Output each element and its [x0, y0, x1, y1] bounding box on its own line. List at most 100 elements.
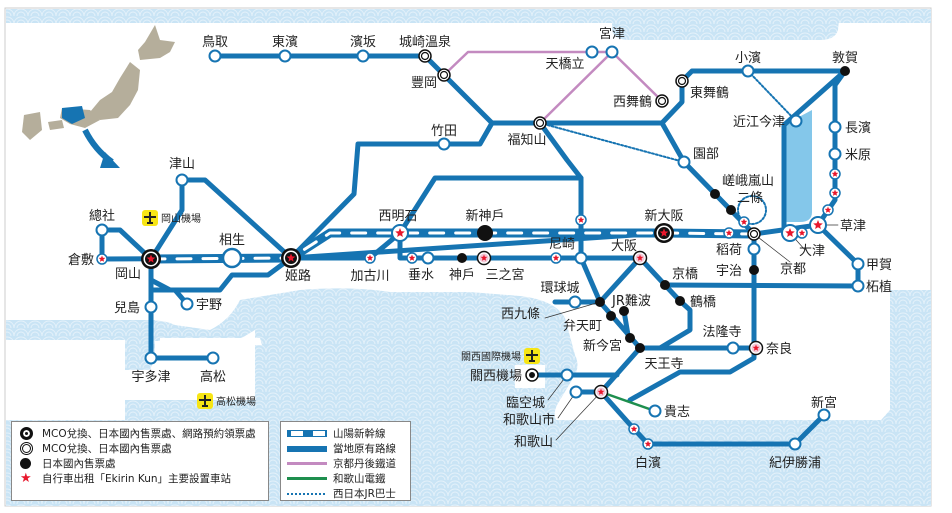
station-tsuruga[interactable]: [840, 66, 850, 76]
station-shinimamiya[interactable]: [625, 333, 635, 343]
station-inari[interactable]: [747, 242, 761, 256]
station-sannomiya[interactable]: [476, 250, 492, 266]
station-hamasaka[interactable]: [356, 49, 370, 63]
station-uno[interactable]: [180, 297, 194, 311]
station-miyazu[interactable]: [605, 45, 619, 59]
wakayama-line-icon: [287, 477, 327, 480]
station-nishiakashi[interactable]: [391, 224, 409, 242]
station-label: 倉敷: [68, 253, 94, 268]
station-tsuruhashi[interactable]: [675, 296, 685, 306]
station-tsuge[interactable]: [851, 279, 865, 293]
station-star3[interactable]: [575, 214, 587, 226]
station-soja[interactable]: [95, 223, 109, 237]
station-kusatsu[interactable]: [809, 216, 827, 234]
legend-item-bus: 西日本JR巴士: [287, 486, 410, 501]
station-nishimaizuru[interactable]: [655, 94, 669, 108]
station-kojima[interactable]: [144, 300, 158, 314]
station-amagasaki[interactable]: [574, 251, 588, 265]
station-wakayama[interactable]: [593, 384, 609, 400]
station-label: JR難波: [611, 294, 651, 309]
station-label: 小濱: [735, 51, 761, 66]
airport-okayama-airport[interactable]: 岡山機場: [142, 210, 201, 226]
station-kyoto[interactable]: [747, 227, 761, 241]
line-type-legend: 山陽新幹線 當地原有路線 京都丹後鐵道 和歌山電鐵 西日本JR巴士: [280, 421, 411, 501]
station-osaka[interactable]: [632, 250, 648, 266]
station-koka[interactable]: [851, 257, 865, 271]
station-takeda[interactable]: [437, 137, 451, 151]
station-aioi[interactable]: [221, 247, 243, 269]
bus-line-icon: [287, 492, 327, 495]
station-kyobashi[interactable]: [660, 280, 670, 290]
station-tottori[interactable]: [208, 49, 222, 63]
station-label: 垂水: [408, 268, 434, 283]
station-kiikatsuura[interactable]: [788, 437, 802, 451]
station-toyooka[interactable]: [437, 68, 451, 82]
station-wakayamashi[interactable]: [569, 385, 583, 399]
station-fukuchiyama[interactable]: [533, 116, 547, 130]
station-label: 大阪: [611, 239, 637, 254]
station-higashihama[interactable]: [278, 49, 292, 63]
station-uji[interactable]: [749, 265, 759, 275]
legend-item-wakayama: 和歌山電鐵: [287, 471, 410, 486]
station-tarumi[interactable]: [421, 251, 435, 265]
station-otsu[interactable]: [781, 224, 799, 242]
station-nijo[interactable]: [726, 205, 736, 215]
airport-takamatsu-airport[interactable]: 高松機場: [197, 393, 256, 409]
legend-label: 京都丹後鐵道: [333, 458, 396, 470]
station-star1[interactable]: [406, 252, 418, 264]
station-utazu[interactable]: [144, 351, 158, 365]
station-sonobe[interactable]: [677, 155, 691, 169]
station-shirahama[interactable]: [642, 438, 654, 450]
station-amanohashidate[interactable]: [585, 45, 599, 59]
station-nara[interactable]: [748, 340, 764, 356]
station-jrnamba[interactable]: [619, 306, 629, 316]
station-label: 近江今津: [733, 114, 785, 130]
station-star5[interactable]: [738, 216, 750, 228]
station-kobe[interactable]: [457, 253, 467, 263]
station-label: 總社: [89, 208, 115, 224]
station-takamatsu[interactable]: [206, 351, 220, 365]
station-kanjo[interactable]: [568, 295, 582, 309]
station-label: 相生: [219, 233, 245, 248]
station-label: 和歌山市: [503, 412, 555, 428]
station-kakogawa[interactable]: [364, 252, 376, 264]
station-star7[interactable]: [822, 204, 834, 216]
station-kohama[interactable]: [741, 64, 755, 78]
station-omiimazu[interactable]: [789, 114, 803, 128]
station-himeji[interactable]: [281, 248, 301, 268]
station-star2[interactable]: [550, 252, 562, 264]
station-star4[interactable]: [723, 227, 735, 239]
station-bentencho[interactable]: [606, 311, 616, 321]
station-rinku[interactable]: [560, 368, 574, 382]
legend-label: 和歌山電鐵: [333, 473, 386, 485]
lake-biwa: [784, 110, 812, 222]
station-sagaarashiyama[interactable]: [710, 189, 720, 199]
station-nagahama[interactable]: [828, 120, 842, 134]
station-tennoji[interactable]: [635, 343, 645, 353]
station-kinosaki[interactable]: [418, 49, 432, 63]
station-maibara[interactable]: [828, 147, 842, 161]
station-higashimaizuru[interactable]: [675, 74, 689, 88]
airport-kansai-airport[interactable]: 關西國際機場: [461, 348, 540, 364]
station-shinosaka[interactable]: [654, 223, 674, 243]
station-label: 和歌山: [514, 435, 553, 450]
station-shingu[interactable]: [817, 408, 831, 422]
station-shinkobe[interactable]: [477, 225, 493, 241]
station-label: 東舞鶴: [690, 85, 729, 101]
station-kurashiki[interactable]: [96, 253, 108, 265]
station-star10[interactable]: [628, 423, 640, 435]
station-tsuyama[interactable]: [175, 173, 189, 187]
legend-label: 自行車出租「Ekirin Kun」主要設置車站: [42, 473, 232, 485]
station-label: 園部: [693, 147, 719, 162]
station-star8[interactable]: [829, 187, 841, 199]
station-star9[interactable]: [829, 168, 841, 180]
station-star6[interactable]: [796, 227, 808, 239]
station-kishi[interactable]: [648, 404, 662, 418]
station-label: 臨空城: [506, 396, 545, 411]
station-nishikujo[interactable]: [595, 297, 605, 307]
station-label: 貴志: [664, 405, 690, 420]
station-okayama[interactable]: [141, 249, 161, 269]
station-kansaiairport[interactable]: [525, 368, 539, 382]
station-horyuji[interactable]: [726, 341, 740, 355]
station-label: 天王寺: [644, 357, 683, 372]
